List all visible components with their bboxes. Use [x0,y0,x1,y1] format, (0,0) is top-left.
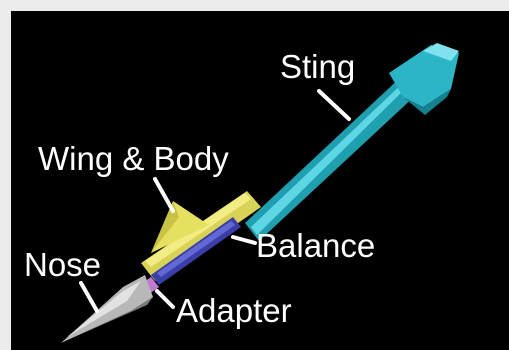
nose-leader-line [81,283,97,311]
diagram-panel: Sting Wing & Body Balance Nose Adapter [11,11,509,350]
balance-label: Balance [256,229,375,262]
nose-part [61,275,153,343]
wing-body-leader-line [155,179,173,211]
nose-label: Nose [24,248,101,281]
wing-body-label: Wing & Body [38,142,229,175]
sting-label: Sting [280,50,355,83]
balance-leader-line [233,237,255,243]
adapter-leader-line [157,291,173,307]
adapter-label: Adapter [176,294,292,327]
sting-leader-line [319,91,349,119]
leader-lines [81,91,349,311]
wing-body-part [141,191,261,281]
